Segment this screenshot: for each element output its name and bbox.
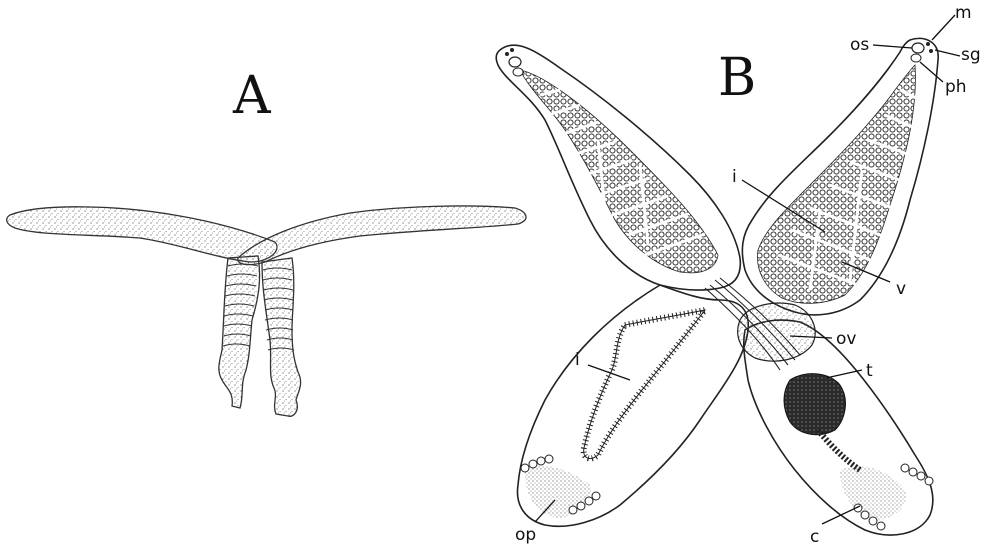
- leader-t: [826, 370, 862, 378]
- label-m: m: [955, 3, 972, 23]
- panel-b-left-forebody: [496, 45, 740, 290]
- left-mouth-spot: [505, 52, 509, 56]
- left-mouth-spot-2: [510, 48, 514, 52]
- left-hindbody-intestine: [584, 310, 705, 459]
- right-mouth-spot-2: [929, 49, 933, 53]
- right-pharynx: [911, 54, 921, 62]
- panel-a-specimen: [7, 206, 526, 416]
- right-mouth-spot: [926, 42, 930, 46]
- panel-b-right-forebody: [742, 38, 938, 314]
- panel-a-letter: A: [232, 66, 272, 126]
- leader-i-lower: [588, 365, 630, 380]
- testes: [784, 374, 845, 435]
- panel-a-left-arm: [7, 207, 277, 262]
- panel-b-left-hindbody: [517, 285, 748, 526]
- panel-b: B: [496, 3, 980, 547]
- right-posterior-stipple: [840, 466, 906, 520]
- panel-b-right-hindbody: [705, 278, 933, 535]
- panel-a-right-arm: [238, 206, 526, 265]
- label-i-upper: i: [732, 167, 737, 187]
- label-t: t: [866, 361, 873, 381]
- label-os: os: [850, 35, 869, 55]
- posterior-duct: [818, 430, 860, 470]
- left-pharynx: [513, 68, 523, 76]
- panel-a-right-hindbody: [262, 258, 301, 416]
- label-sg: sg: [961, 45, 981, 65]
- label-v: v: [896, 279, 906, 299]
- label-c: c: [810, 527, 819, 547]
- leader-m: [932, 15, 955, 40]
- leader-ph: [920, 62, 943, 82]
- label-i-lower: i: [575, 350, 580, 370]
- panel-a: A: [7, 66, 526, 416]
- label-ph: ph: [945, 77, 967, 97]
- right-oral-sucker: [912, 43, 924, 53]
- leader-c: [822, 506, 860, 524]
- left-oral-sucker: [509, 57, 521, 67]
- label-ov: ov: [836, 329, 856, 349]
- ovary: [738, 303, 815, 361]
- label-op: op: [515, 525, 536, 545]
- left-forebody-vitellaria: [520, 70, 718, 273]
- left-intestine-outline: [584, 310, 705, 459]
- leader-os: [873, 45, 912, 48]
- panel-b-letter: B: [718, 48, 756, 108]
- panel-a-left-hindbody: [219, 256, 260, 408]
